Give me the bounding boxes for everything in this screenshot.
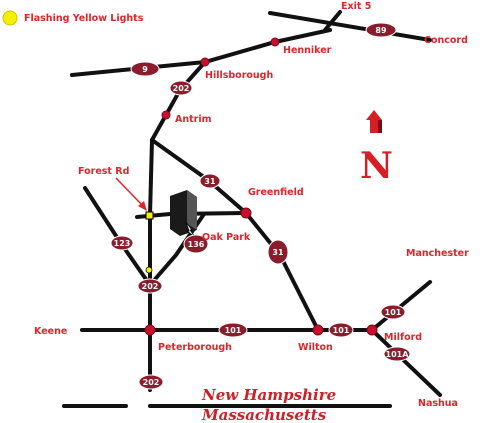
town-label-peterborough: Peterborough [158, 342, 232, 353]
road-exit5-spur [323, 10, 342, 32]
town-labels: Exit 5 Concord Henniker Hillsborough Ant… [34, 1, 469, 409]
town-label-hillsborough: Hillsborough [205, 70, 273, 81]
svg-text:101A: 101A [386, 350, 410, 359]
svg-text:202: 202 [143, 378, 160, 387]
route-shield-101-milford: 101 [380, 304, 406, 320]
forest-rd-arrow-icon [115, 177, 145, 208]
town-dot-wilton [312, 324, 324, 336]
route-shield-136: 136 [183, 234, 209, 254]
town-markers [144, 37, 378, 336]
road-31-north [150, 138, 248, 215]
svg-text:9: 9 [142, 65, 148, 74]
svg-text:89: 89 [375, 26, 387, 35]
road-101a-nashua [370, 328, 442, 397]
town-label-concord: Concord [424, 35, 468, 46]
route-shield-202-mid: 202 [137, 278, 163, 294]
town-label-oak-park: Oak Park [202, 232, 251, 243]
town-label-nashua: Nashua [418, 398, 458, 409]
town-dot-henniker [270, 37, 280, 47]
state-label-massachusetts: Massachusetts [201, 406, 327, 423]
svg-text:202: 202 [142, 282, 159, 291]
route-shield-101a: 101A [383, 346, 411, 362]
route-shields: 89 9 202 31 136 31 123 202 101 101 101 1… [110, 22, 411, 390]
road-101-manchester [370, 280, 432, 332]
svg-text:101: 101 [385, 308, 402, 317]
route-shield-101-east: 101 [328, 322, 354, 338]
route-shield-202-north: 202 [169, 80, 193, 96]
north-letter: N [360, 145, 393, 187]
town-dot-peterborough [144, 324, 156, 336]
town-label-henniker: Henniker [283, 45, 332, 56]
route-shield-101-west: 101 [218, 322, 248, 338]
route-shield-31-south: 31 [267, 239, 289, 265]
road-31-south [244, 211, 320, 332]
svg-text:101: 101 [225, 326, 242, 335]
flashing-light-icon [145, 266, 153, 274]
route-shield-89: 89 [365, 22, 397, 38]
town-dot-hillsborough [200, 57, 210, 67]
forest-rd-arrowhead-icon [138, 201, 147, 211]
town-label-manchester: Manchester [406, 248, 469, 259]
town-label-greenfield: Greenfield [248, 187, 304, 198]
town-label-keene: Keene [34, 326, 67, 337]
svg-text:101: 101 [333, 326, 350, 335]
town-label-milford: Milford [384, 332, 422, 343]
svg-text:31: 31 [204, 177, 216, 186]
road-89 [268, 11, 432, 42]
town-label-forest-rd: Forest Rd [78, 166, 129, 177]
svg-text:31: 31 [272, 248, 284, 257]
town-dot-milford [366, 324, 378, 336]
destination-building-icon [170, 190, 197, 236]
route-shield-123: 123 [110, 235, 134, 251]
flashing-light-icon [145, 211, 154, 220]
svg-text:202: 202 [173, 84, 190, 93]
north-arrow-icon: N [360, 110, 393, 187]
svg-text:123: 123 [114, 239, 131, 248]
road-202-main [148, 138, 154, 392]
state-label-new-hampshire: New Hampshire [201, 386, 336, 404]
route-shield-9: 9 [130, 61, 160, 77]
exit-label: Exit 5 [341, 1, 371, 12]
town-label-wilton: Wilton [298, 342, 333, 353]
town-dot-greenfield [240, 207, 252, 219]
legend-label: Flashing Yellow Lights [24, 13, 144, 24]
svg-text:136: 136 [188, 240, 205, 249]
road-202-north [150, 60, 207, 142]
flashing-light-legend-icon [2, 10, 18, 26]
town-dot-antrim [161, 110, 171, 120]
route-shield-31-north: 31 [199, 173, 221, 189]
town-label-antrim: Antrim [175, 114, 212, 125]
route-shield-202-south: 202 [138, 374, 164, 390]
